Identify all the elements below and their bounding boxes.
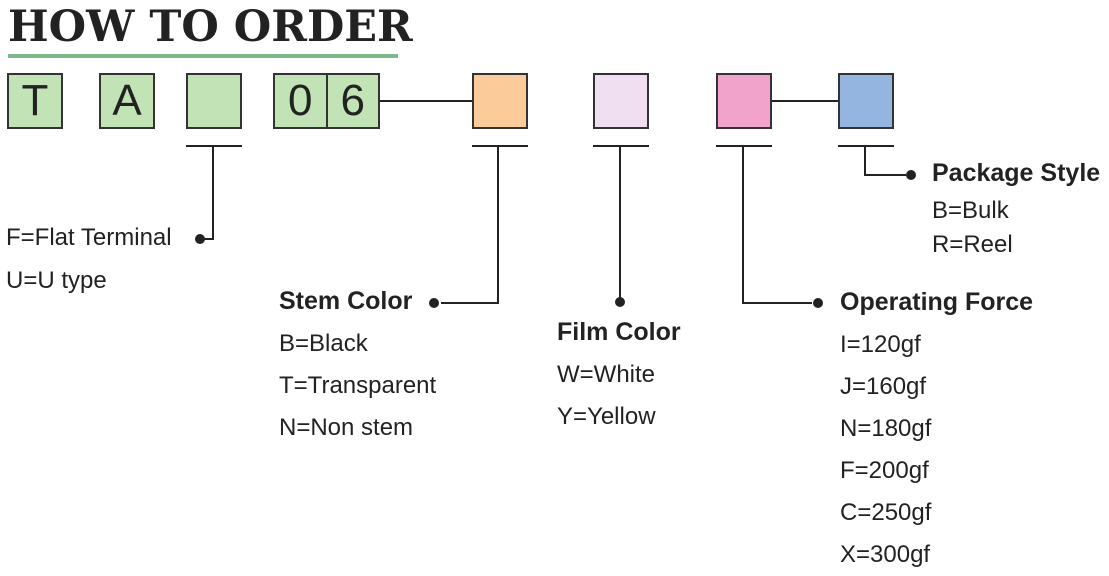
code-box-operating-force [716,73,772,129]
terminal-option-u: U=U type [6,267,107,294]
leader-package [864,146,906,176]
operating-force-option: N=180gf [840,415,932,442]
code-digit-6: 6 [325,75,379,127]
operating-force-option: J=160gf [840,373,927,400]
code-box-package-style [838,73,894,129]
dot-force [813,298,823,308]
dot-film [615,297,625,307]
operating-force-option: C=250gf [840,499,932,526]
code-box-type-a: A [99,73,155,129]
code-box-type-t: T [7,73,63,129]
stem-color-heading: Stem Color [279,287,413,315]
stem-color-option: B=Black [279,330,368,357]
title-underline [8,54,398,58]
dot-terminal [195,234,205,244]
code-digit-0: 0 [288,76,313,125]
film-color-heading: Film Color [557,318,681,346]
film-color-option: Y=Yellow [557,403,656,430]
operating-force-option: I=120gf [840,331,921,358]
page-title: HOW TO ORDER [8,2,413,52]
code-box-terminal [186,73,242,129]
operating-force-heading: Operating Force [840,288,1034,316]
stem-color-option: N=Non stem [279,414,414,441]
code-box-series: 0 6 [273,73,380,129]
leader-stem [441,146,499,304]
leader-terminal [200,146,214,240]
film-color-option: W=White [557,361,656,388]
operating-force-option: X=300gf [840,541,931,568]
code-box-film-color [593,73,649,129]
dot-package [906,170,916,180]
package-style-option: R=Reel [932,231,1013,258]
stem-color-option: T=Transparent [279,372,437,399]
package-style-heading: Package Style [932,159,1101,187]
terminal-option-flat: F=Flat Terminal [6,224,172,251]
dot-stem [429,298,439,308]
code-box-stem-color [472,73,528,129]
operating-force-option: F=200gf [840,457,929,484]
package-style-option: B=Bulk [932,197,1009,224]
leader-force [742,146,812,304]
